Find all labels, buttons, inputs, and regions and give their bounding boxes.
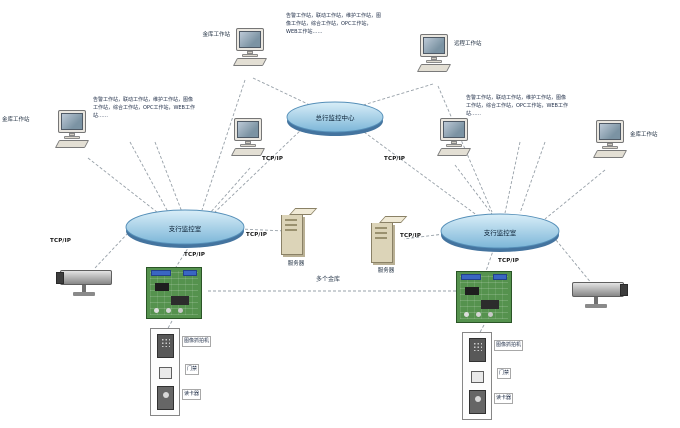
- stack-left-label-door: 门禁: [185, 364, 200, 375]
- monitor-icon: [420, 34, 448, 57]
- center-cloud-label: 总行监控中心: [315, 114, 355, 122]
- monitor-icon: [236, 28, 264, 51]
- keyboard-icon: [592, 150, 628, 158]
- right-cloud-label: 支行监控室: [483, 229, 517, 237]
- connector-line: [403, 233, 445, 240]
- connector-line: [129, 141, 169, 213]
- door-access-icon: [471, 371, 484, 383]
- card-reader-icon: [469, 390, 486, 414]
- note-top-workstation-list: 告警工作站，联动工作站，维护工作站，图像工作站，综合工作站，OPC工作站，WEB…: [286, 13, 382, 35]
- card-reader-icon: [157, 386, 174, 410]
- workstation-label-right-outer: 金库工作站: [630, 132, 658, 138]
- workstation-label-top-right: 远程工作站: [454, 41, 482, 47]
- screen: [237, 121, 259, 138]
- server-label-left: 服务器: [287, 261, 305, 267]
- screen: [443, 121, 465, 138]
- right-cloud: [440, 213, 560, 252]
- connector-line: [94, 232, 129, 269]
- snapshot-camera-icon: [157, 334, 174, 358]
- connector-line: [437, 85, 493, 213]
- device-stack-left: [150, 328, 180, 416]
- note-right-workstation-list: 告警工作站，联动工作站，维护工作站，图像工作站，综合工作站，OPC工作站，WEB…: [466, 95, 568, 117]
- connector-line: [201, 79, 246, 211]
- workstation-icon-left-inner: [230, 118, 266, 156]
- tcpip-label-right-server: TCP/IP: [400, 233, 422, 239]
- monitor-icon: [234, 118, 262, 141]
- connector-line: [166, 320, 173, 331]
- tcpip-label-right-board: TCP/IP: [498, 258, 520, 264]
- screen: [423, 37, 445, 54]
- workstation-icon-left-outer: [54, 110, 90, 148]
- stack-right-label-reader: 读卡器: [494, 393, 514, 404]
- stack-right-label-door: 门禁: [497, 368, 512, 379]
- connector-line: [519, 141, 546, 214]
- door-access-icon: [159, 367, 172, 379]
- snapshot-camera-icon: [469, 338, 486, 362]
- screen: [599, 123, 621, 140]
- keyboard-icon: [54, 140, 90, 148]
- center-cloud: [286, 101, 384, 136]
- tcpip-label-center-left: TCP/IP: [262, 156, 284, 162]
- camera-lens: [56, 272, 64, 284]
- note-left-workstation-list: 告警工作站，联动工作站，维护工作站，图像工作站，综合工作站，OPC工作站，WEB…: [93, 97, 195, 119]
- stack-right-label-snapshot: 图像抓拍机: [494, 340, 524, 351]
- server-icon-right: [371, 216, 408, 263]
- server-icon-left: [281, 208, 318, 255]
- workstation-icon-top-left: [232, 28, 268, 66]
- connector-line: [213, 127, 304, 214]
- server-label-right: 服务器: [377, 268, 395, 274]
- workstation-icon-right-outer: [592, 120, 628, 158]
- connector-line: [485, 247, 495, 272]
- monitor-icon: [440, 118, 468, 141]
- connector-line: [175, 244, 191, 268]
- keyboard-icon: [232, 58, 268, 66]
- connector-line: [154, 141, 183, 213]
- keyboard-icon: [230, 148, 266, 156]
- right-cloud-ellipse: [440, 213, 560, 249]
- left-cloud-ellipse: [125, 209, 245, 245]
- keyboard-icon: [416, 64, 452, 72]
- monitor-icon: [596, 120, 624, 143]
- tcpip-label-left-board: TCP/IP: [184, 252, 206, 258]
- workstation-label-top-left: 金库工作站: [202, 32, 230, 38]
- stack-left-label-snapshot: 图像抓拍机: [182, 336, 212, 347]
- tcpip-label-left-server: TCP/IP: [246, 232, 268, 238]
- connector-line: [252, 77, 313, 107]
- monitor-icon: [58, 110, 86, 133]
- stack-left-label-reader: 读卡器: [182, 389, 202, 400]
- camera-lens: [620, 284, 628, 296]
- controller-board-icon-left: [146, 267, 202, 319]
- workstation-label-left-outer: 金库工作站: [2, 117, 30, 123]
- connector-line: [209, 167, 251, 214]
- workstation-icon-right-inner: [436, 118, 472, 156]
- tcpip-label-center-right: TCP/IP: [384, 156, 406, 162]
- screen: [61, 113, 83, 130]
- connector-line: [478, 324, 485, 335]
- left-cloud-label: 支行监控室: [168, 225, 202, 233]
- connector-line: [504, 141, 521, 214]
- camera-icon-right: [568, 278, 628, 312]
- camera-icon-left: [56, 266, 116, 300]
- screen: [239, 31, 261, 48]
- device-stack-right: [462, 332, 492, 420]
- connector-line: [359, 83, 434, 107]
- left-cloud: [125, 209, 245, 248]
- controller-board-icon-right: [456, 271, 512, 323]
- vaults-label: 多个金库: [316, 276, 341, 283]
- connector-line: [555, 239, 593, 285]
- center-cloud-ellipse: [286, 101, 384, 133]
- connector-line: [359, 128, 479, 217]
- connector-lines: [87, 77, 606, 335]
- keyboard-icon: [436, 148, 472, 156]
- connector-line: [454, 164, 493, 215]
- connector-line: [87, 157, 163, 217]
- connector-line: [239, 228, 287, 232]
- tcpip-label-left-camera: TCP/IP: [50, 238, 72, 244]
- connector-line: [544, 169, 606, 220]
- workstation-icon-top-right: [416, 34, 452, 72]
